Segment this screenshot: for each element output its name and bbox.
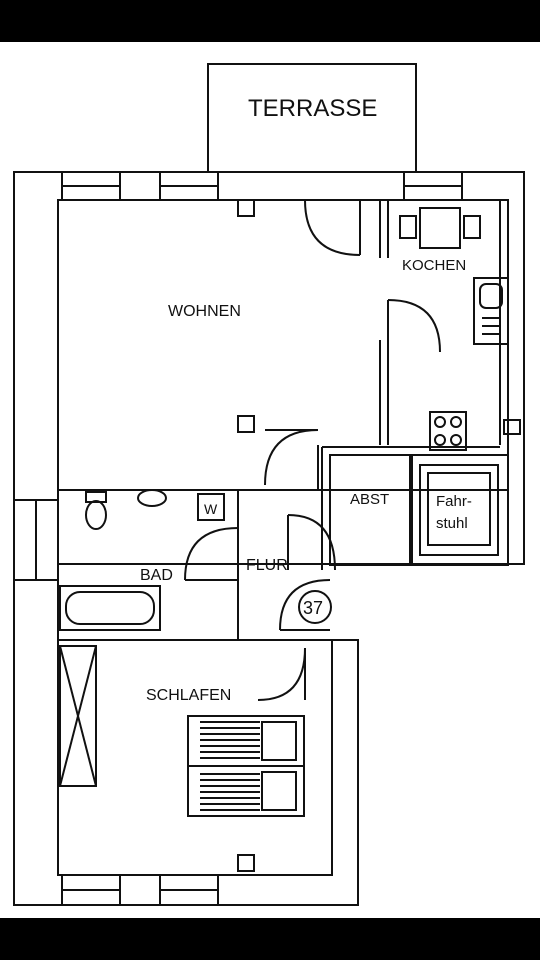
label-flur: FLUR (246, 557, 288, 574)
floor-plan: TERRASSE WOHNEN KOCHEN ABST Fahr- stuhl … (13, 63, 525, 906)
kitchen-table (419, 207, 461, 249)
label-abst: ABST (350, 491, 389, 508)
kitchen-stove (429, 411, 467, 451)
abst-room (329, 454, 411, 566)
label-schlafen: SCHLAFEN (146, 687, 231, 704)
label-bad: BAD (140, 567, 173, 584)
label-wohnen: WOHNEN (168, 303, 241, 320)
label-kochen: KOCHEN (402, 257, 466, 274)
bottom-black-bar (0, 918, 540, 960)
double-bed (187, 715, 305, 817)
label-fahrstuhl-2: stuhl (436, 515, 468, 532)
label-washer-w: W (204, 501, 218, 517)
unit-number-circle (298, 590, 332, 624)
lower-inner-wall (57, 490, 333, 876)
wardrobe (59, 645, 97, 787)
kitchen-sink (473, 277, 509, 345)
toilet (85, 500, 107, 530)
top-black-bar (0, 0, 540, 42)
fahrstuhl-shaft (411, 454, 509, 566)
washer-box (197, 493, 225, 521)
bath-sink (137, 489, 167, 507)
label-fahrstuhl-1: Fahr- (436, 493, 472, 510)
label-unit-number: 37 (303, 598, 323, 618)
bathtub (59, 585, 161, 631)
lower-outer-wall (13, 172, 359, 906)
label-terrasse: TERRASSE (248, 95, 377, 122)
